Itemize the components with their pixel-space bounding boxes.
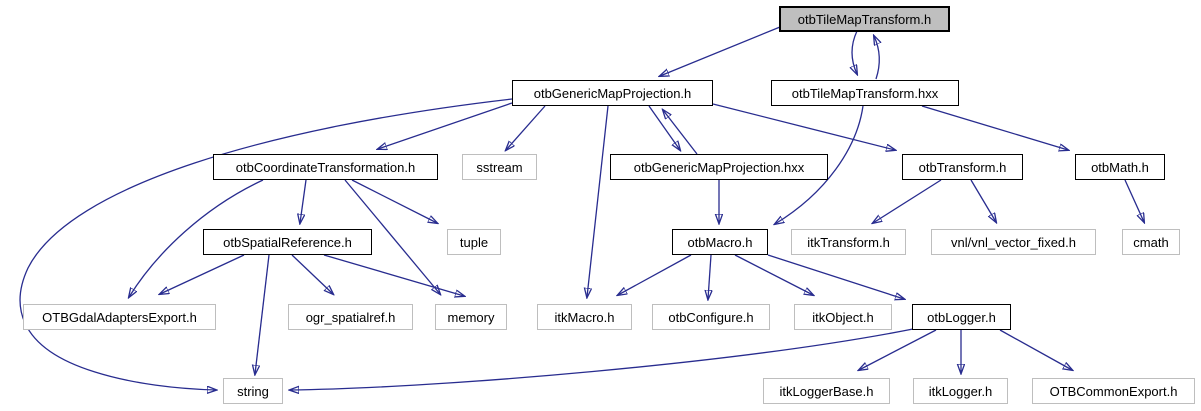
node-itkTransform-h[interactable]: itkTransform.h (791, 229, 906, 255)
node-otbLogger-h[interactable]: otbLogger.h (912, 304, 1011, 330)
edge-logger-to-string (290, 328, 914, 390)
node-string[interactable]: string (223, 378, 283, 404)
edge-gmp-h-to-itkmacro (587, 105, 609, 297)
node-otbConfigure-h[interactable]: otbConfigure.h (652, 304, 770, 330)
node-itkLoggerBase-h[interactable]: itkLoggerBase.h (763, 378, 890, 404)
node-otbGenericMapProjection-h[interactable]: otbGenericMapProjection.h (512, 80, 713, 106)
edge-tmt-h-to-tmt-hxx (852, 30, 857, 74)
edge-macro-h-to-configure (708, 254, 711, 299)
edge-macro-h-to-itkobject (734, 254, 813, 295)
edge-gmp-h-to-transform-h (712, 103, 895, 150)
edge-transform-h-to-vnl (970, 179, 996, 222)
node-itkLogger-h[interactable]: itkLogger.h (913, 378, 1008, 404)
edge-sr-h-to-memory (323, 254, 464, 296)
edge-macro-h-to-logger (767, 254, 904, 299)
edge-ct-h-to-tuple (351, 179, 437, 223)
node-otbMacro-h[interactable]: otbMacro.h (672, 229, 768, 255)
edge-ct-h-to-memory (344, 179, 440, 294)
node-itkObject-h[interactable]: itkObject.h (794, 304, 892, 330)
edge-gmp-h-to-sstream (506, 105, 546, 150)
node-OTBCommonExport-h[interactable]: OTBCommonExport.h (1032, 378, 1195, 404)
node-otbTileMapTransform-hxx[interactable]: otbTileMapTransform.hxx (771, 80, 959, 106)
edge-sr-h-to-gdalexport (160, 254, 245, 294)
edge-ct-h-to-sr-h (300, 179, 307, 223)
node-otbGenericMapProjection-hxx[interactable]: otbGenericMapProjection.hxx (610, 154, 828, 180)
edge-logger-to-itkloggerbase (859, 329, 937, 370)
node-vnl-vnl-vector-fixed-h[interactable]: vnl/vnl_vector_fixed.h (931, 229, 1096, 255)
edge-ct-h-to-gdalexport (129, 179, 264, 297)
edge-logger-to-commonexport (999, 329, 1072, 370)
edge-macro-h-to-itkmacro (618, 254, 692, 295)
node-otbSpatialReference-h[interactable]: otbSpatialReference.h (203, 229, 372, 255)
node-cmath[interactable]: cmath (1122, 229, 1180, 255)
node-sstream[interactable]: sstream (462, 154, 537, 180)
node-itkMacro-h[interactable]: itkMacro.h (537, 304, 632, 330)
edge-gmp-h-to-string (19, 98, 513, 390)
node-tuple[interactable]: tuple (447, 229, 501, 255)
edge-math-h-to-cmath (1124, 179, 1144, 222)
edge-gmp-h-to-ct-h (378, 102, 513, 149)
node-otbMath-h[interactable]: otbMath.h (1075, 154, 1165, 180)
edge-tmt-h-to-gmp-h (660, 26, 781, 76)
node-otbTileMapTransform-h[interactable]: otbTileMapTransform.h (779, 6, 950, 32)
edge-sr-h-to-ogr (291, 254, 333, 294)
node-otbTransform-h[interactable]: otbTransform.h (902, 154, 1023, 180)
node-memory[interactable]: memory (435, 304, 507, 330)
node-OTBGdalAdaptersExport-h[interactable]: OTBGdalAdaptersExport.h (23, 304, 216, 330)
edge-sr-h-to-string (255, 254, 270, 374)
edge-gmp-hxx-to-gmp-h (663, 110, 698, 155)
edge-gmp-h-to-gmp-hxx (648, 105, 680, 150)
edge-tmt-hxx-to-tmt-h (874, 36, 879, 80)
node-ogr-spatialref-h[interactable]: ogr_spatialref.h (288, 304, 413, 330)
edge-tmt-hxx-to-macro-h (775, 105, 864, 224)
edge-transform-h-to-itktransform (873, 179, 942, 223)
node-otbCoordinateTransformation-h[interactable]: otbCoordinateTransformation.h (213, 154, 438, 180)
edge-tmt-hxx-to-math-h (921, 105, 1068, 150)
